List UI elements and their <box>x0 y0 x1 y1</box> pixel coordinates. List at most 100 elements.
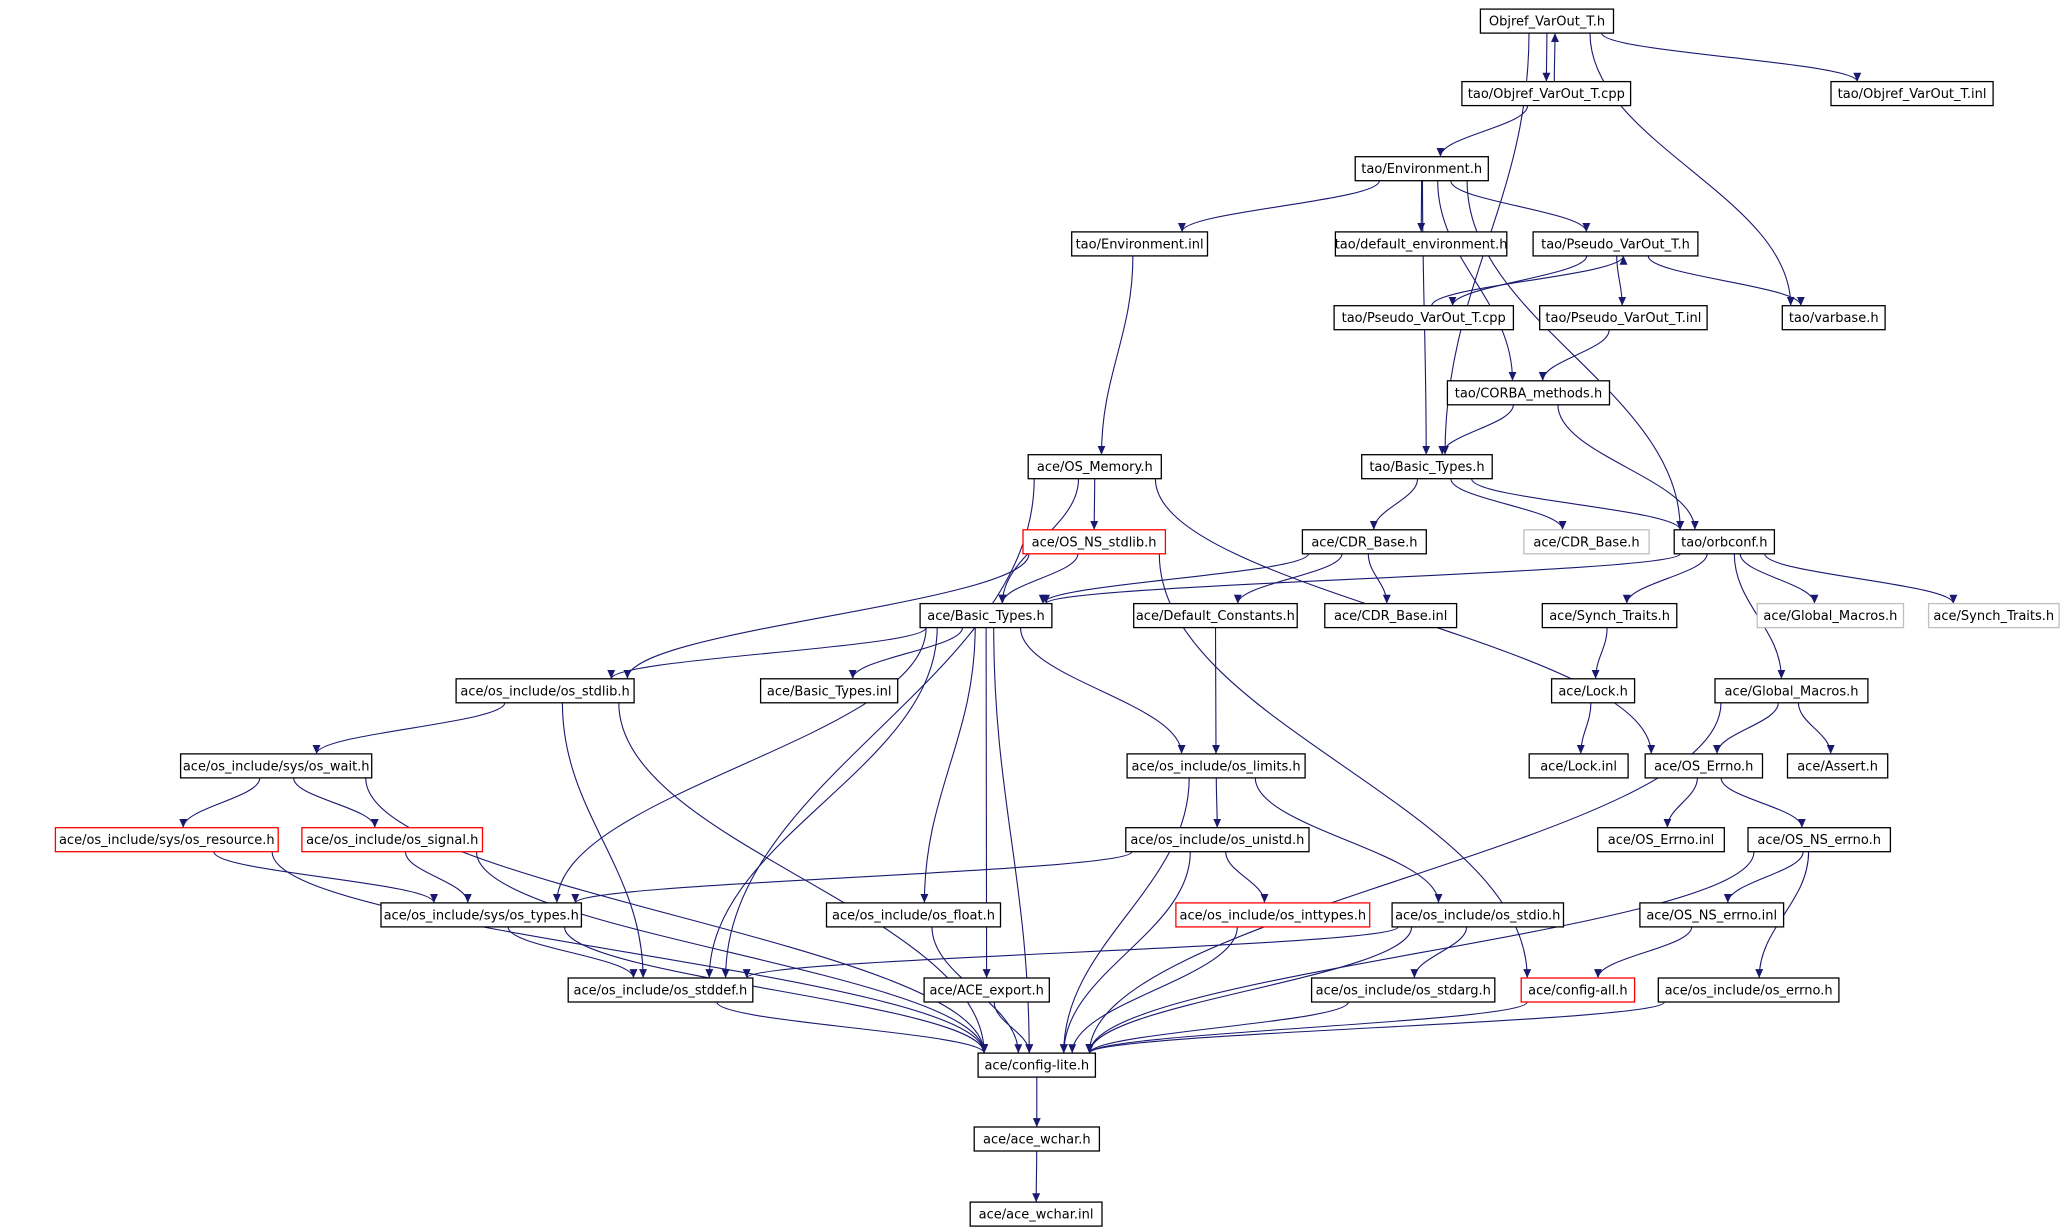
node-orbconf[interactable]: tao/orbconf.h <box>1673 529 1776 555</box>
node-label: ace/os_include/os_unistd.h <box>1130 833 1304 848</box>
node-box <box>1539 305 1708 331</box>
node-default_env[interactable]: tao/default_environment.h <box>1335 231 1508 257</box>
edge-corba_methods-to-orbconf <box>1557 404 1699 530</box>
node-os_wait[interactable]: ace/os_include/sys/os_wait.h <box>179 753 373 779</box>
node-objref_inl[interactable]: tao/Objref_VarOut_T.inl <box>1830 80 1994 107</box>
node-label: tao/Pseudo_VarOut_T.cpp <box>1342 311 1506 326</box>
node-default_constants[interactable]: ace/Default_Constants.h <box>1133 602 1298 629</box>
node-box <box>567 977 754 1003</box>
node-ace_export[interactable]: ace/ACE_export.h <box>923 977 1050 1003</box>
node-os_types[interactable]: ace/os_include/sys/os_types.h <box>380 902 583 928</box>
node-os_stdlib[interactable]: ace/os_include/os_stdlib.h <box>455 678 635 704</box>
edge-config_all-to-config_lite <box>1085 1001 1528 1054</box>
edge-tao_basic_types-to-orbconf <box>1471 478 1685 531</box>
node-label: ace/Synch_Traits.h <box>1933 609 2054 624</box>
node-label: ace/Global_Macros.h <box>1763 609 1897 624</box>
node-label: ace/os_include/os_errno.h <box>1665 984 1833 999</box>
node-label: ace/os_include/sys/os_types.h <box>384 908 579 923</box>
node-label: ace/config-lite.h <box>984 1059 1089 1074</box>
node-box <box>1126 753 1306 779</box>
node-os_unistd[interactable]: ace/os_include/os_unistd.h <box>1125 827 1310 853</box>
node-synch_traits[interactable]: ace/Synch_Traits.h <box>1541 602 1678 629</box>
node-label: ace/os_include/os_stddef.h <box>573 984 747 999</box>
edge-os_signal-to-os_types <box>404 851 472 903</box>
node-label: tao/varbase.h <box>1789 311 1879 326</box>
node-box <box>1644 753 1764 779</box>
node-os_float[interactable]: ace/os_include/os_float.h <box>825 902 1002 928</box>
edge-os_errno_h-to-os_errno_inl <box>1663 777 1698 828</box>
node-os_ns_errno[interactable]: ace/OS_NS_errno.h <box>1747 827 1892 853</box>
node-os_errno_h[interactable]: ace/OS_Errno.h <box>1644 753 1764 779</box>
node-objref_cpp[interactable]: tao/Objref_VarOut_T.cpp <box>1461 80 1632 107</box>
edge-os_wait-to-os_resource <box>179 777 261 828</box>
edge-objref_cpp-to-objref_h <box>1551 33 1559 82</box>
node-lock_inl[interactable]: ace/Lock.inl <box>1528 753 1629 779</box>
node-cdr_base_h[interactable]: ace/CDR_Base.h <box>1301 529 1427 555</box>
node-label: tao/Objref_VarOut_T.cpp <box>1468 87 1625 102</box>
node-label: tao/Basic_Types.h <box>1369 460 1484 475</box>
node-box <box>455 678 635 704</box>
node-cdr_base_inl[interactable]: ace/CDR_Base.inl <box>1324 602 1458 629</box>
node-os_errno_inl[interactable]: ace/OS_Errno.inl <box>1597 827 1725 853</box>
edge-os_ns_errno-to-config_lite <box>1085 851 1755 1054</box>
node-config_lite[interactable]: ace/config-lite.h <box>977 1052 1097 1078</box>
node-os_signal[interactable]: ace/os_include/os_signal.h <box>301 827 484 853</box>
edge-orbconf-to-ace_basic_types <box>1042 553 1681 605</box>
node-environment_h[interactable]: tao/Environment.h <box>1354 156 1489 182</box>
edge-environment_h-to-corba_methods <box>1437 180 1517 381</box>
node-box <box>1756 602 1905 629</box>
node-label: tao/Environment.h <box>1361 162 1482 177</box>
node-label: ace/ace_wchar.inl <box>979 1208 1094 1223</box>
node-ace_wchar_inl[interactable]: ace/ace_wchar.inl <box>969 1201 1103 1227</box>
node-ace_basic_types[interactable]: ace/Basic_Types.h <box>919 602 1053 629</box>
node-os_memory[interactable]: ace/OS_Memory.h <box>1027 454 1162 480</box>
node-corba_methods[interactable]: tao/CORBA_methods.h <box>1446 380 1611 406</box>
node-os_stdarg[interactable]: ace/os_include/os_stdarg.h <box>1310 977 1496 1003</box>
node-synch_traits_ext[interactable]: ace/Synch_Traits.h <box>1927 602 2060 629</box>
node-environment_inl[interactable]: tao/Environment.inl <box>1071 231 1209 257</box>
node-label: ace/CDR_Base.inl <box>1334 609 1447 624</box>
node-box <box>1333 305 1515 331</box>
node-os_resource[interactable]: ace/os_include/sys/os_resource.h <box>54 827 279 853</box>
node-box <box>1301 529 1427 555</box>
node-ace_wchar_h[interactable]: ace/ace_wchar.h <box>973 1126 1101 1152</box>
node-varbase[interactable]: tao/varbase.h <box>1781 305 1886 331</box>
node-label: ace/os_include/os_stdio.h <box>1395 908 1560 923</box>
node-os_inttypes[interactable]: ace/os_include/os_inttypes.h <box>1175 902 1371 928</box>
node-box <box>923 977 1050 1003</box>
edge-orbconf-to-global_macros_ext <box>1739 553 1819 604</box>
node-label: ace/OS_Errno.inl <box>1608 833 1714 848</box>
node-os_errno_sys[interactable]: ace/os_include/os_errno.h <box>1657 977 1840 1003</box>
edge-os_resource-to-os_types <box>213 851 438 904</box>
node-global_macros[interactable]: ace/Global_Macros.h <box>1714 678 1869 704</box>
node-global_macros_ext[interactable]: ace/Global_Macros.h <box>1756 602 1905 629</box>
node-label: ace/Synch_Traits.h <box>1549 609 1670 624</box>
edge-os_limits-to-os_unistd <box>1213 777 1222 828</box>
edge-ace_wchar_h-to-ace_wchar_inl <box>1032 1150 1041 1203</box>
node-basic_types_inl[interactable]: ace/Basic_Types.inl <box>759 678 899 704</box>
node-label: ace/ACE_export.h <box>929 984 1043 999</box>
node-os_stddef[interactable]: ace/os_include/os_stddef.h <box>567 977 754 1003</box>
dependency-edges <box>179 32 1958 1203</box>
node-pseudo_inl[interactable]: tao/Pseudo_VarOut_T.inl <box>1539 305 1708 331</box>
node-os_stdio[interactable]: ace/os_include/os_stdio.h <box>1391 902 1565 928</box>
node-os_ns_stdlib[interactable]: ace/OS_NS_stdlib.h <box>1022 529 1167 555</box>
node-objref_h[interactable]: Objref_VarOut_T.h <box>1479 8 1615 34</box>
node-os_limits[interactable]: ace/os_include/os_limits.h <box>1126 753 1306 779</box>
node-config_all[interactable]: ace/config-all.h <box>1520 977 1636 1003</box>
node-assert_h[interactable]: ace/Assert.h <box>1786 753 1889 779</box>
node-os_ns_errno_inl[interactable]: ace/OS_NS_errno.inl <box>1639 902 1785 928</box>
edge-environment_inl-to-os_memory <box>1097 255 1134 455</box>
node-box <box>179 753 373 779</box>
edge-os_stdlib-to-os_wait <box>312 702 506 755</box>
node-label: ace/Basic_Types.h <box>927 609 1044 624</box>
node-pseudo_h[interactable]: tao/Pseudo_VarOut_T.h <box>1532 231 1699 257</box>
node-box <box>1714 678 1869 704</box>
node-label: ace/CDR_Base.h <box>1311 535 1417 550</box>
node-pseudo_cpp[interactable]: tao/Pseudo_VarOut_T.cpp <box>1333 305 1515 331</box>
edge-corba_methods-to-tao_basic_types <box>1438 404 1514 455</box>
node-lock_h[interactable]: ace/Lock.h <box>1550 678 1636 704</box>
node-cdr_base_ext[interactable]: ace/CDR_Base.h <box>1523 529 1650 555</box>
node-tao_basic_types[interactable]: tao/Basic_Types.h <box>1361 454 1493 480</box>
node-label: ace/Lock.h <box>1558 684 1628 699</box>
